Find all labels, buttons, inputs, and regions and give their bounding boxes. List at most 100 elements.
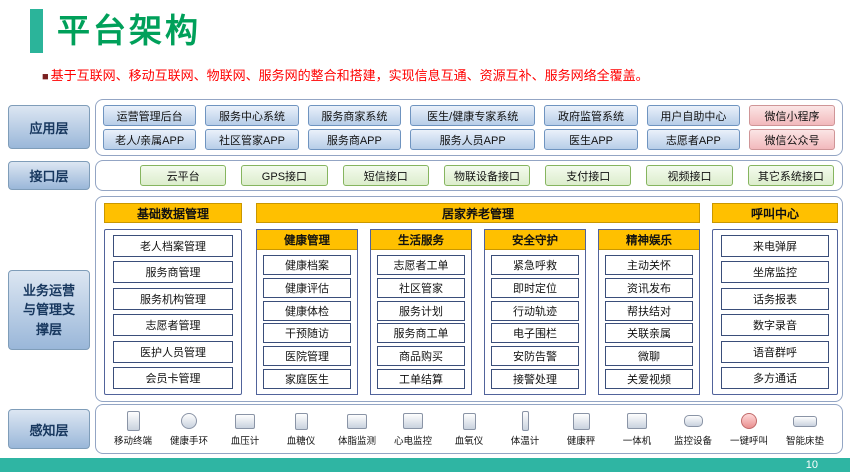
device-item: 智能床垫 [778,411,832,447]
business-layer-box: 基础数据管理 居家养老管理 呼叫中心 老人档案管理 服务商管理 服务机构管理 志… [95,196,843,402]
device-label: 移动终端 [113,436,152,447]
surveillance-camera-icon [683,415,703,427]
device-item: 健康秤 [554,411,608,447]
column-header: 安全守护 [485,230,585,250]
bullet-icon: ■ [42,71,49,83]
module-box: 接警处理 [491,369,579,390]
module-box: 语音群呼 [721,340,829,363]
interface-box: 云平台 [140,165,227,186]
module-box: 老人档案管理 [113,235,233,257]
subtitle: ■基于互联网、移动互联网、物联网、服务网的整合和搭建，实现信息互通、资源互补、服… [42,65,649,84]
column-items: 志愿者工单 社区管家 服务计划 服务商工单 商品购买 工单结算 [371,250,471,394]
application-layer-box: 运营管理后台 服务中心系统 服务商家系统 医生/健康专家系统 政府监管系统 用户… [95,99,843,156]
device-label: 健康手环 [169,436,208,447]
interface-box: 物联设备接口 [443,165,531,186]
wechat-official-account-box: 微信公众号 [749,129,836,150]
module-box: 电子围栏 [491,323,579,344]
module-box: 话务报表 [721,287,829,310]
module-box: 健康评估 [263,277,351,298]
base-data-column: 老人档案管理 服务商管理 服务机构管理 志愿者管理 医护人员管理 会员卡管理 [104,229,242,395]
device-label: 血糖仪 [286,436,316,447]
column-header: 健康管理 [257,230,357,250]
module-box: 关联亲属 [605,323,693,344]
device-icon-wrap [793,411,817,431]
blood-pressure-monitor-icon [235,413,255,429]
page-number: 10 [805,459,818,471]
module-box: 资讯发布 [605,277,693,298]
device-label: 监控设备 [673,436,712,447]
oximeter-icon [462,412,476,430]
interface-box: 支付接口 [545,165,632,186]
glucose-meter-icon [294,412,308,430]
device-icon-wrap [627,411,647,431]
device-label: 血压计 [230,436,260,447]
spiritual-entertainment-column: 精神娱乐 主动关怀 资讯发布 帮扶结对 关联亲属 微聊 关爱视频 [598,229,700,395]
interface-layer-box: 云平台 GPS接口 短信接口 物联设备接口 支付接口 视频接口 其它系统接口 [95,160,843,191]
device-item: 体脂监测 [330,411,384,447]
module-box: 医院管理 [263,346,351,367]
column-items: 主动关怀 资讯发布 帮扶结对 关联亲属 微聊 关爱视频 [599,250,699,394]
module-box: 帮扶结对 [605,300,693,321]
device-label: 一体机 [622,436,652,447]
safety-guard-column: 安全守护 紧急呼救 即时定位 行动轨迹 电子围栏 安防告警 接警处理 [484,229,586,395]
device-item: 移动终端 [106,411,160,447]
call-center-header: 呼叫中心 [712,203,838,223]
column-items: 健康档案 健康评估 健康体检 干预随访 医院管理 家庭医生 [257,250,357,394]
device-item: 血氧仪 [442,411,496,447]
system-box: 服务商家系统 [307,105,402,126]
interface-box: 视频接口 [646,165,733,186]
layer-label-interface: 接口层 [8,161,90,190]
device-icon-wrap [572,411,590,431]
smart-mattress-icon [793,415,817,427]
thermometer-icon [521,411,529,431]
device-item: 体温计 [498,411,552,447]
app-box: 志愿者APP [646,129,741,150]
app-box: 老人/亲属APP [103,129,197,150]
module-box: 关爱视频 [605,369,693,390]
module-box: 服务计划 [377,300,465,321]
device-label: 血氧仪 [454,436,484,447]
module-box: 来电弹屏 [721,235,829,257]
module-box: 志愿者管理 [113,314,233,337]
module-box: 服务商工单 [377,323,465,344]
base-data-header: 基础数据管理 [104,203,242,223]
device-icon-wrap [347,411,367,431]
all-in-one-machine-icon [627,413,647,429]
device-icon-wrap [521,411,529,431]
layer-label-business: 业务运营与管理支撑层 [8,270,90,350]
system-box: 用户自助中心 [646,105,741,126]
module-box: 多方通话 [721,366,829,389]
module-box: 家庭医生 [263,369,351,390]
interface-box: 短信接口 [342,165,429,186]
device-item: 一体机 [610,411,664,447]
device-item: 一键呼叫 [722,411,776,447]
module-box: 健康体检 [263,300,351,321]
home-care-columns: 健康管理 健康档案 健康评估 健康体检 干预随访 医院管理 家庭医生 生活服务 … [256,229,700,395]
system-box: 运营管理后台 [103,105,197,126]
device-label: 一键呼叫 [729,436,768,447]
device-icon-wrap [403,411,423,431]
footer-bar: 10 [0,458,850,472]
device-label: 体温计 [510,436,540,447]
module-box: 干预随访 [263,323,351,344]
module-box: 微聊 [605,346,693,367]
module-box: 主动关怀 [605,254,693,275]
module-box: 服务机构管理 [113,287,233,310]
module-box: 坐席监控 [721,261,829,284]
system-box: 服务中心系统 [205,105,299,126]
home-care-header: 居家养老管理 [256,203,700,223]
device-label: 智能床垫 [785,436,824,447]
module-box: 健康档案 [263,254,351,275]
device-icon-wrap [126,411,140,431]
body-fat-monitor-icon [347,413,367,429]
device-item: 心电监控 [386,411,440,447]
application-row-1: 运营管理后台 服务中心系统 服务商家系统 医生/健康专家系统 政府监管系统 用户… [103,105,836,126]
layer-label-perception: 感知层 [8,409,90,449]
device-item: 监控设备 [666,411,720,447]
device-icon-wrap [235,411,255,431]
page-title: 平台架构 [57,12,201,49]
device-item: 血压计 [218,411,272,447]
module-box: 行动轨迹 [491,300,579,321]
ecg-monitor-icon [403,413,423,429]
